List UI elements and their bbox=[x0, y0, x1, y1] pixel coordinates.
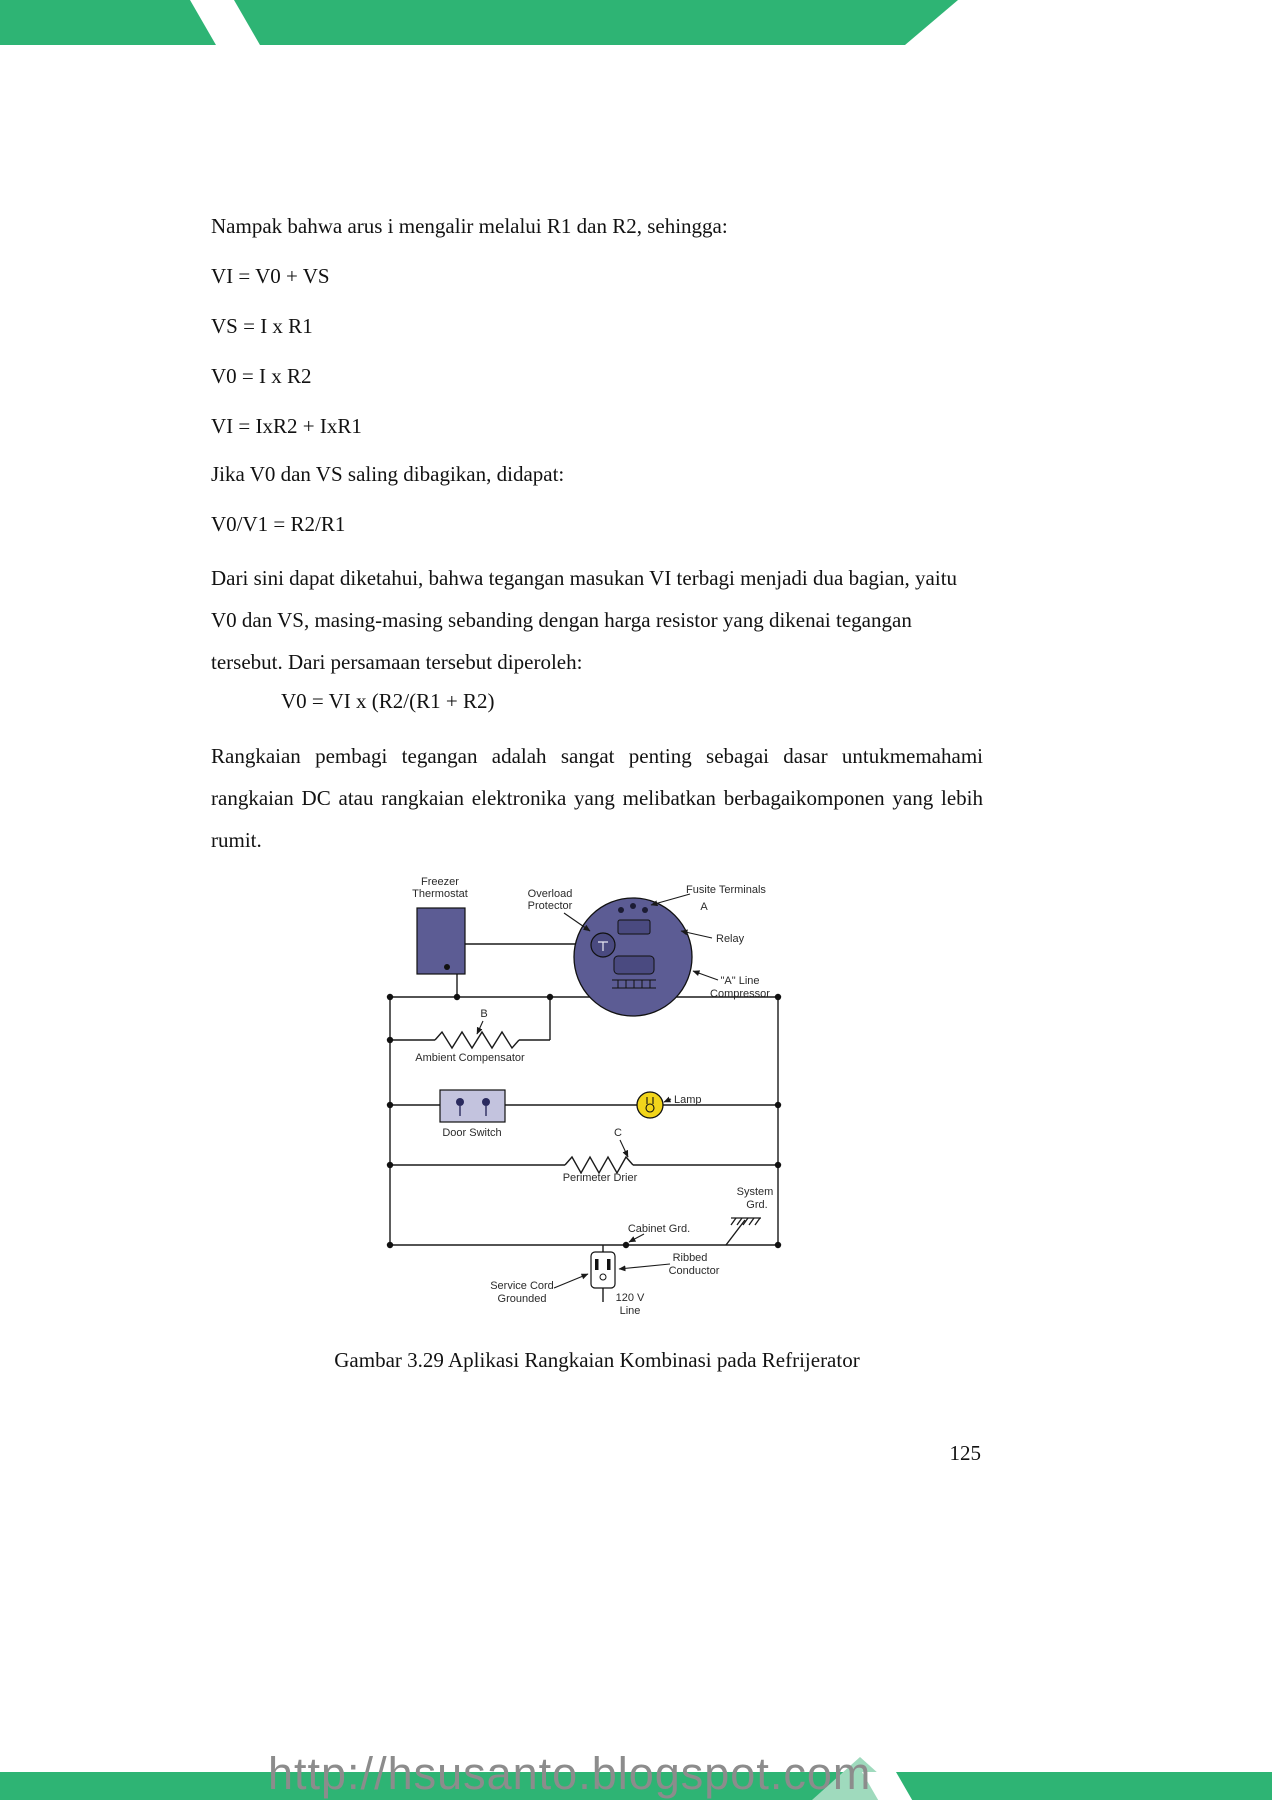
header-green-band bbox=[0, 0, 958, 45]
label-overload-protector: Overload bbox=[528, 888, 573, 900]
equation-line: V0 = I x R2 bbox=[211, 364, 312, 388]
label-b: B bbox=[480, 1008, 487, 1020]
equation-line: VS = I x R1 bbox=[211, 314, 313, 338]
junction-dots bbox=[386, 993, 782, 1249]
door-switch-contacts bbox=[456, 1098, 490, 1116]
label-terminal-a: A bbox=[700, 901, 708, 913]
equation-line: V0 = VI x (R2/(R1 + R2) bbox=[281, 689, 495, 713]
circuit-diagram: Freezer Thermostat Overload Protector Fu… bbox=[386, 876, 782, 1317]
footer-green-band bbox=[0, 1772, 1272, 1800]
lamp-symbol bbox=[636, 1091, 664, 1119]
paragraph: Jika V0 dan VS saling dibagikan, didapat… bbox=[211, 462, 565, 486]
thermostat-terminal-dot bbox=[444, 964, 450, 970]
watermark-url: http://hsusanto.blogspot.com bbox=[268, 1748, 872, 1799]
label-fusite-terminals: Fusite Terminals bbox=[686, 884, 766, 896]
label-perimeter-drier: Perimeter Drier bbox=[563, 1172, 638, 1184]
label-ribbed-conductor-2: Conductor bbox=[669, 1265, 720, 1277]
circuit-wires bbox=[389, 943, 779, 1302]
page-number: 125 bbox=[949, 1441, 982, 1465]
leader-lines bbox=[476, 893, 719, 1289]
label-service-cord-2: Grounded bbox=[498, 1293, 547, 1305]
label-c: C bbox=[614, 1127, 622, 1139]
system-ground-symbol bbox=[730, 1217, 761, 1226]
label-ambient-compensator: Ambient Compensator bbox=[415, 1052, 525, 1064]
paragraph: Dari sini dapat diketahui, bahwa teganga… bbox=[211, 566, 958, 674]
label-door-switch: Door Switch bbox=[442, 1127, 501, 1139]
freezer-thermostat-block bbox=[416, 907, 466, 975]
compressor-inner-parts bbox=[590, 903, 656, 989]
paragraph: Rangkaian pembagi tegangan adalah sangat… bbox=[211, 744, 983, 852]
label-overload-protector-2: Protector bbox=[528, 900, 573, 912]
label-cabinet-grd: Cabinet Grd. bbox=[628, 1223, 690, 1235]
label-120v-line-2: Line bbox=[620, 1305, 641, 1317]
label-ribbed-conductor: Ribbed bbox=[673, 1252, 708, 1264]
label-system-grd: System bbox=[737, 1186, 774, 1198]
label-relay: Relay bbox=[716, 933, 745, 945]
figure-refrigerator-circuit: Freezer Thermostat Overload Protector Fu… bbox=[378, 868, 798, 1328]
label-lamp: Lamp bbox=[674, 1094, 702, 1106]
equation-line: VI = IxR2 + IxR1 bbox=[211, 414, 362, 438]
label-freezer-thermostat: Freezer bbox=[421, 876, 459, 888]
figure-caption: Gambar 3.29 Aplikasi Rangkaian Kombinasi… bbox=[334, 1348, 860, 1372]
paragraph: Nampak bahwa arus i mengalir melalui R1 … bbox=[211, 214, 728, 238]
label-freezer-thermostat-2: Thermostat bbox=[412, 888, 468, 900]
label-system-grd-2: Grd. bbox=[746, 1199, 767, 1211]
label-120v-line: 120 V bbox=[616, 1292, 645, 1304]
label-service-cord: Service Cord bbox=[490, 1280, 554, 1292]
label-a-line-compressor-2: Compressor bbox=[710, 988, 770, 1000]
door-switch bbox=[439, 1089, 506, 1123]
label-a-line-compressor: "A" Line bbox=[721, 975, 760, 987]
equation-line: V0/V1 = R2/R1 bbox=[211, 512, 346, 536]
service-cord-plug bbox=[590, 1251, 616, 1289]
equation-line: VI = V0 + VS bbox=[211, 264, 330, 288]
